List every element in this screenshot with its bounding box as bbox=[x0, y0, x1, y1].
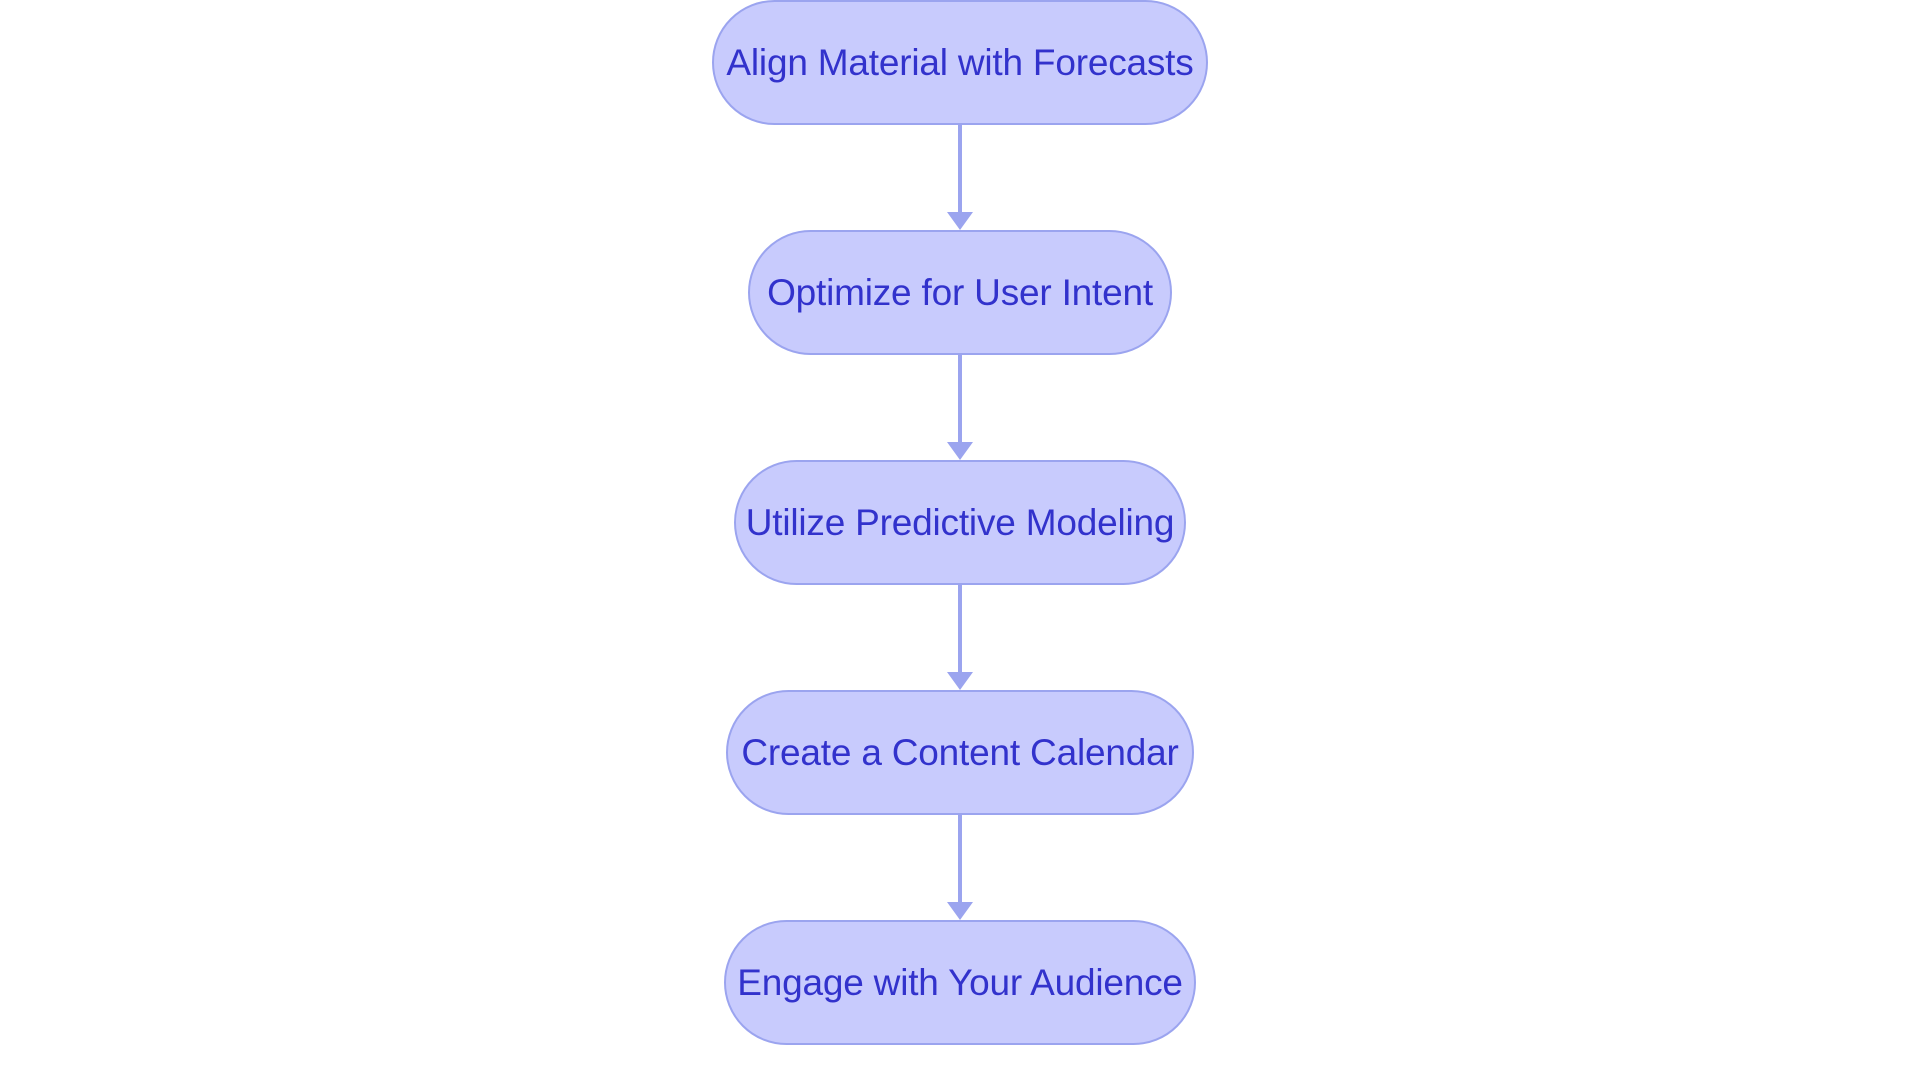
flow-node-create-a-content-calendar[interactable]: Create a Content Calendar bbox=[726, 690, 1194, 815]
flow-node-utilize-predictive-modeling[interactable]: Utilize Predictive Modeling bbox=[734, 460, 1186, 585]
flow-node-label: Optimize for User Intent bbox=[767, 272, 1153, 313]
flow-node-label: Align Material with Forecasts bbox=[726, 42, 1194, 83]
arrowhead-down-icon bbox=[947, 902, 973, 920]
arrowhead-down-icon bbox=[947, 442, 973, 460]
flow-arrow-n3-to-n4 bbox=[945, 585, 975, 690]
flow-arrow-n1-to-n2 bbox=[945, 125, 975, 230]
arrow-line bbox=[958, 355, 962, 443]
flow-node-label: Create a Content Calendar bbox=[741, 732, 1179, 773]
flow-node-align-material-with-forecasts[interactable]: Align Material with Forecasts bbox=[712, 0, 1208, 125]
flow-node-optimize-for-user-intent[interactable]: Optimize for User Intent bbox=[748, 230, 1172, 355]
arrowhead-down-icon bbox=[947, 672, 973, 690]
flow-node-label: Utilize Predictive Modeling bbox=[745, 502, 1175, 543]
flow-node-label: Engage with Your Audience bbox=[737, 962, 1183, 1003]
arrowhead-down-icon bbox=[947, 212, 973, 230]
arrow-line bbox=[958, 815, 962, 903]
flow-arrow-n2-to-n3 bbox=[945, 355, 975, 460]
arrow-line bbox=[958, 125, 962, 213]
arrow-line bbox=[958, 585, 962, 673]
flow-node-engage-with-your-audience[interactable]: Engage with Your Audience bbox=[724, 920, 1196, 1045]
flow-arrow-n4-to-n5 bbox=[945, 815, 975, 920]
